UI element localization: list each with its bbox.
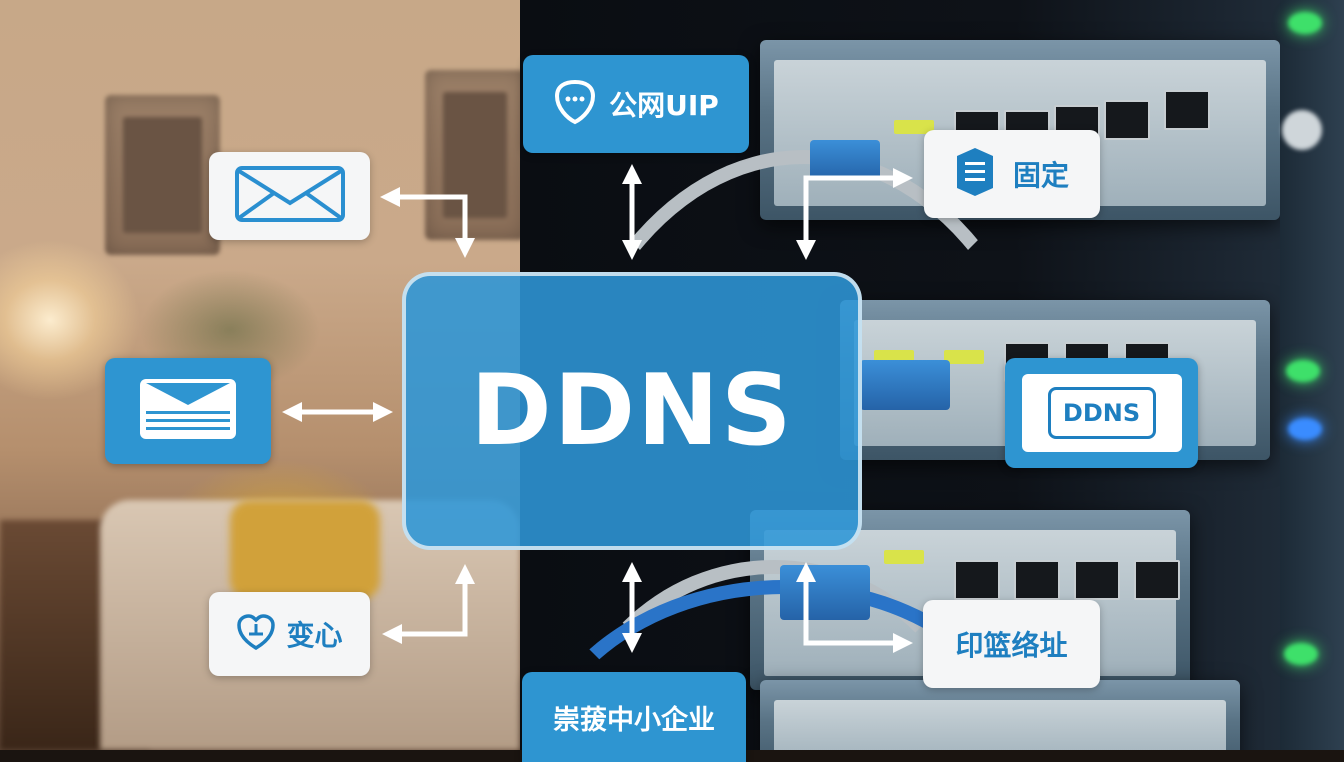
node-label: 固定	[1012, 159, 1069, 192]
ddns-center-label: DDNS	[470, 354, 794, 468]
status-led-green	[1288, 12, 1322, 34]
node-ddns-bubble: DDNS	[1005, 358, 1198, 468]
rack-knob	[1282, 110, 1322, 150]
node-email-mid	[105, 358, 271, 464]
envelope-filled-icon	[138, 377, 238, 445]
status-led-blue	[1288, 418, 1322, 440]
yellow-pillow	[230, 500, 380, 600]
ddns-bubble-label: DDNS	[1062, 399, 1141, 427]
shield-dots-icon	[553, 78, 597, 130]
node-fixed: 固定	[924, 130, 1100, 218]
node-public-ip: 公网UIP	[523, 55, 749, 153]
rj45-plug	[810, 140, 880, 180]
rj45-plug	[860, 360, 950, 410]
rj45-plug	[780, 565, 870, 620]
node-label: 公网UIP	[609, 89, 719, 122]
badge-list-icon	[955, 146, 995, 202]
node-label: 变心	[286, 619, 343, 652]
wall-picture-frame	[105, 95, 220, 255]
ddns-center-card: DDNS	[402, 272, 862, 550]
status-led-green	[1286, 360, 1320, 382]
node-label: 崇菝中小企业	[553, 704, 715, 736]
envelope-outline-icon	[234, 165, 346, 227]
node-address: 印篮络址	[923, 600, 1100, 688]
node-change: 变心	[209, 592, 370, 676]
speech-bubble-icon: DDNS	[1047, 387, 1156, 439]
status-led-green	[1284, 643, 1318, 665]
wall-picture-frame	[425, 70, 525, 240]
node-sme: 崇菝中小企业	[522, 672, 746, 762]
node-label: 印篮络址	[955, 629, 1068, 662]
node-email-top	[209, 152, 370, 240]
heart-shield-icon	[236, 612, 276, 656]
